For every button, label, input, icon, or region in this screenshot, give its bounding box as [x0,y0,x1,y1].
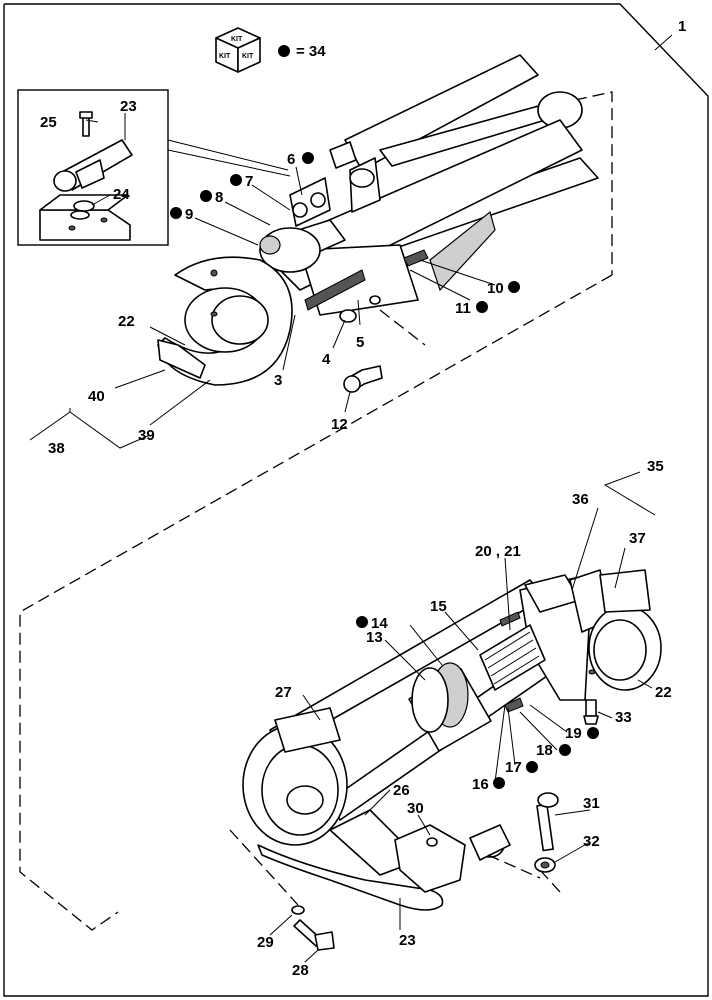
callout-1: 1 [678,18,686,35]
callout-23-inset: 23 [120,98,137,115]
bullet-11-icon [476,301,488,313]
callout-6: 6 [287,151,295,168]
kit-icon-text-right: KIT [242,53,254,60]
callout-33: 33 [615,709,632,726]
lower-cylinder-assembly [229,569,662,951]
kit-icon-text-top: KIT [231,36,243,43]
callout-4: 4 [322,351,331,368]
callout-29: 29 [257,934,274,951]
kit-icon-text-left: KIT [219,53,231,60]
callout-27: 27 [275,684,292,701]
bullet-6-icon [302,152,314,164]
callout-8: 8 [215,189,223,206]
callout-13: 13 [366,629,383,646]
bullet-7-icon [230,174,242,186]
callout-16: 16 [472,776,489,793]
kit-bullets [170,152,599,789]
bullet-14-icon [356,616,368,628]
callout-5: 5 [356,334,364,351]
callout-3: 3 [274,372,282,389]
leader-lines [29,113,656,963]
callout-38: 38 [48,440,65,457]
callout-37: 37 [629,530,646,547]
upper-cylinder-assembly [157,54,599,393]
callout-26: 26 [393,782,410,799]
callout-39: 39 [138,427,155,444]
bullet-10-icon [508,281,520,293]
kit-legend-equation: = 34 [296,43,326,60]
callout-24: 24 [113,186,130,203]
callout-14: 14 [371,615,388,632]
callout-40: 40 [88,388,105,405]
diagram-frame [3,3,709,997]
callout-22-upper: 22 [118,313,135,330]
callout-23-lower: 23 [399,932,416,949]
callouts: 1 25 23 24 6 7 8 9 10 11 22 5 4 3 40 12 … [40,18,686,979]
callout-7: 7 [245,173,253,190]
callout-20-21: 20 , 21 [475,543,521,560]
bullet-8-icon [200,190,212,202]
bullet-18-icon [559,744,571,756]
callout-12: 12 [331,416,348,433]
bullet-17-icon [526,761,538,773]
callout-25: 25 [40,114,57,131]
callout-31: 31 [583,795,600,812]
callout-36: 36 [572,491,589,508]
bullet-19-icon [587,727,599,739]
kit-bullet-icon [278,45,290,57]
callout-30: 30 [407,800,424,817]
callout-9: 9 [185,206,193,223]
kit-legend: KIT KIT KIT = 34 [215,27,326,73]
bullet-16-icon [493,777,505,789]
callout-17: 17 [505,759,522,776]
callout-18: 18 [536,742,553,759]
bullet-9-icon [170,207,182,219]
kit-cube-icon: KIT KIT KIT [215,27,261,73]
inset-detail-box [17,89,291,246]
callout-32: 32 [583,833,600,850]
callout-35: 35 [647,458,664,475]
callout-19: 19 [565,725,582,742]
callout-22-lower: 22 [655,684,672,701]
callout-11: 11 [455,300,471,317]
callout-28: 28 [292,962,309,979]
callout-15: 15 [430,598,447,615]
callout-10: 10 [487,280,504,297]
